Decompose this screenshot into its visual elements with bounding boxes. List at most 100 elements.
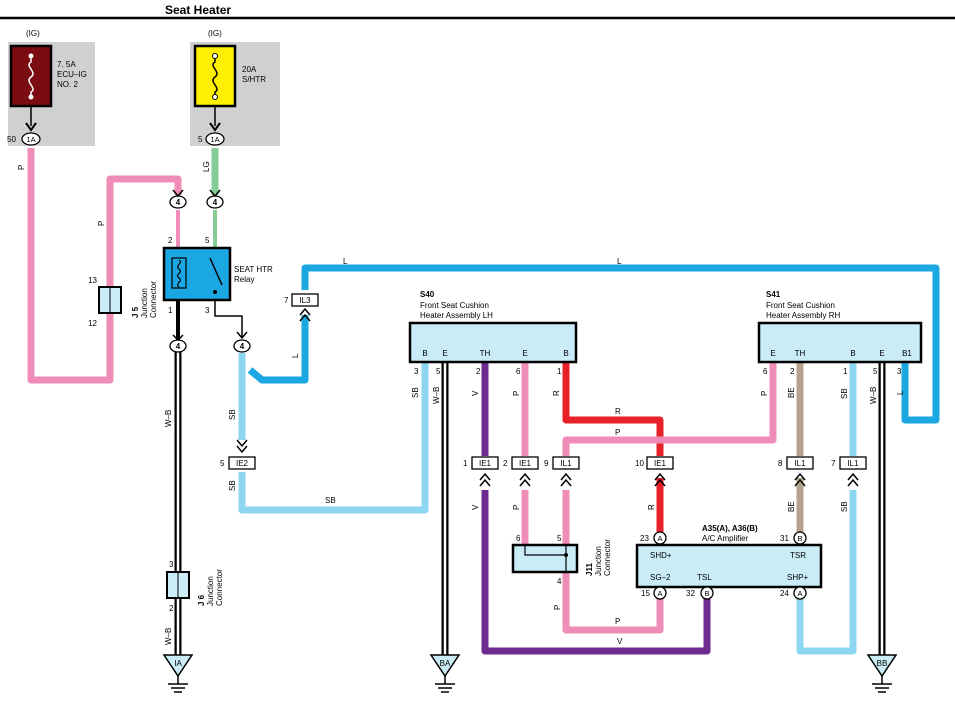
ground-symbol-icon (162, 654, 194, 678)
wire-pink-j5-relay (106, 175, 182, 287)
junction-body (511, 543, 579, 574)
relay-pin: 5 (205, 236, 210, 245)
wire-purple-v (481, 362, 711, 655)
wire-sb-ie2-s40 (238, 362, 429, 514)
junction-bus (524, 545, 567, 572)
chevron-up-icon (847, 472, 859, 487)
connector-box (839, 456, 867, 470)
junction-pin: 12 (88, 319, 97, 328)
terminal-label: E (442, 349, 447, 358)
component-id: A35(A), A36(B) (702, 524, 758, 533)
ground-ba: BA (429, 654, 461, 693)
wire-label: BE (787, 501, 796, 512)
connector-box (471, 456, 499, 470)
wires (27, 148, 940, 655)
wire-label: SB (228, 409, 237, 420)
connector-box (511, 456, 539, 470)
component-name: A/C Amplifier (702, 534, 749, 543)
wire-label: SB (228, 480, 237, 491)
wire-label: L (896, 390, 905, 395)
fuse-terminal-icon (28, 53, 34, 59)
wire-relay-out (214, 300, 243, 338)
pin-number: 31 (780, 534, 789, 543)
fuse-supply-label: (IG) (208, 29, 222, 38)
fuse-ecu-ig: (IG) 7. 5A ECU–IG NO. 2 1A 50 (7, 29, 95, 146)
fuse-name-line2: NO. 2 (57, 80, 78, 89)
ground-ia: IA (162, 654, 194, 693)
pin-circle (793, 531, 807, 545)
connector-oval (21, 132, 41, 146)
connector-name: IE1 (479, 459, 492, 468)
pin-circle (700, 586, 714, 600)
junction-id: J 6 (197, 594, 206, 606)
terminal-label: E (522, 349, 527, 358)
relay-pin: 2 (168, 236, 173, 245)
pin-connector: A (797, 589, 802, 598)
wire-label: P (512, 391, 521, 396)
ground-label: BB (877, 659, 888, 668)
fuse-element-icon (212, 54, 218, 98)
junction-pin: 5 (557, 534, 562, 543)
component-id: S40 (420, 290, 435, 299)
pin-circle (793, 586, 807, 600)
junction-j11: 6 5 4 J11 Junction Connector (511, 534, 612, 586)
wire-label: W–B (432, 387, 441, 404)
wire-label: R (647, 504, 656, 510)
connector-name: IL3 (299, 296, 311, 305)
junction-type: Junction (594, 546, 603, 576)
connector-code: 4 (176, 198, 181, 207)
junction-id: J 5 (131, 306, 140, 318)
terminal-pin: 5 (436, 367, 441, 376)
connector-box (291, 293, 319, 307)
wire-pink-s41-e (562, 362, 777, 545)
junction-j5: 13 12 J 5 Junction Connector (88, 276, 158, 328)
terminal-pin: 2 (476, 367, 481, 376)
connector-code: 4 (240, 342, 245, 351)
connector-box (646, 456, 674, 470)
terminal-pin: 5 (873, 367, 878, 376)
connector-pin: 8 (778, 459, 783, 468)
terminal-pin: 3 (897, 367, 902, 376)
fuse-name: ECU–IG (57, 70, 87, 79)
relay-coil-icon (171, 257, 187, 289)
component-name-line2: Heater Assembly LH (420, 311, 493, 320)
junction-pin: 4 (557, 577, 562, 586)
connector-name: IL1 (794, 459, 806, 468)
connector-pin: 5 (220, 459, 225, 468)
junction-pin: 13 (88, 276, 97, 285)
chevron-down-icon (236, 439, 248, 454)
connector-4-group: 4 4 4 4 (169, 189, 251, 353)
junction-type-line2: Connector (603, 539, 612, 576)
wire-label: P (512, 505, 521, 510)
connector-pin: 50 (7, 135, 16, 144)
chevron-up-icon (479, 472, 491, 487)
terminal-label: B1 (902, 349, 912, 358)
wire-sb-s41 (796, 362, 857, 655)
wire-label: W–B (164, 628, 173, 645)
junction-type-line2: Connector (215, 569, 224, 606)
component-body (757, 321, 923, 364)
component-body (408, 321, 578, 364)
junction-pin: 6 (516, 534, 521, 543)
chevron-up-icon (299, 307, 311, 322)
terminal-pin: 3 (414, 367, 419, 376)
terminal-label: SG–2 (650, 573, 671, 582)
pin-connector: A (657, 534, 662, 543)
terminal-label: TSL (697, 573, 712, 582)
seat-heater-rh: S41 Front Seat Cushion Heater Assembly R… (757, 290, 923, 376)
connector-name: IE2 (236, 459, 249, 468)
wire-label: V (471, 390, 480, 396)
relay-body (162, 246, 232, 302)
wire-label: V (471, 504, 480, 510)
wire-pink-j11-sg2 (562, 572, 664, 634)
wire-label: L (343, 257, 348, 266)
connector-code: 4 (213, 198, 218, 207)
relay-label-line2: Relay (234, 275, 254, 284)
connector-box (228, 456, 256, 470)
wire-red-r (562, 362, 664, 532)
pin-connector: B (797, 534, 802, 543)
connector-il3: IL3 7 (284, 293, 319, 322)
connector-pin: 7 (284, 296, 289, 305)
wire-label: P (615, 617, 620, 626)
